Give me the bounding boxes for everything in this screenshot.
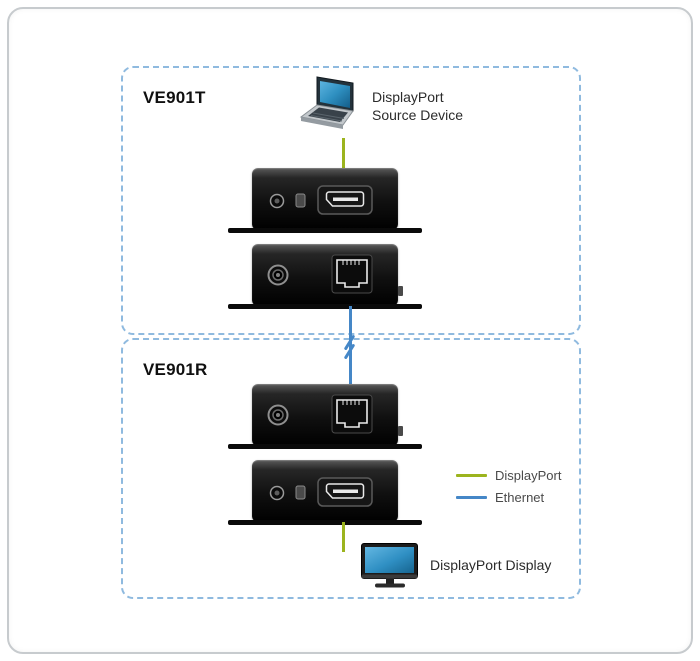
ve901r-rear-unit (228, 384, 422, 449)
displayport-panel-icon (269, 185, 373, 215)
ethernet-panel-icon (267, 394, 373, 434)
ve901t-rear-unit (228, 244, 422, 309)
legend-item-ethernet: Ethernet (456, 490, 561, 505)
source-device-label-line2: Source Device (372, 107, 464, 123)
mounting-bracket (228, 304, 422, 309)
legend-label-ethernet: Ethernet (495, 490, 545, 505)
source-device-label: DisplayPort Source Device (372, 88, 463, 124)
grounding-tab (398, 286, 403, 296)
mounting-bracket (228, 228, 422, 233)
ve901r-label: VE901R (143, 360, 208, 379)
laptop-icon (293, 74, 365, 140)
legend: DisplayPort Ethernet (456, 468, 562, 505)
legend-label-displayport: DisplayPort (495, 468, 562, 483)
displayport-cable-display (342, 522, 345, 552)
ve901t-label: VE901T (143, 88, 206, 107)
mounting-bracket (228, 520, 422, 525)
source-device-label-line1: DisplayPort (372, 89, 444, 105)
ve901r-front-unit (228, 460, 422, 525)
displayport-panel-icon (269, 477, 373, 507)
displayport-line-swatch (456, 474, 487, 477)
grounding-tab (398, 426, 403, 436)
display-device-label: DisplayPort Display (430, 557, 552, 573)
legend-item-displayport: DisplayPort (456, 468, 562, 483)
displayport-cable-source (342, 138, 345, 169)
ethernet-panel-icon (267, 254, 373, 294)
monitor-icon (360, 542, 420, 589)
mounting-bracket (228, 444, 422, 449)
ethernet-line-swatch (456, 496, 487, 499)
ve901t-front-unit (228, 168, 422, 233)
